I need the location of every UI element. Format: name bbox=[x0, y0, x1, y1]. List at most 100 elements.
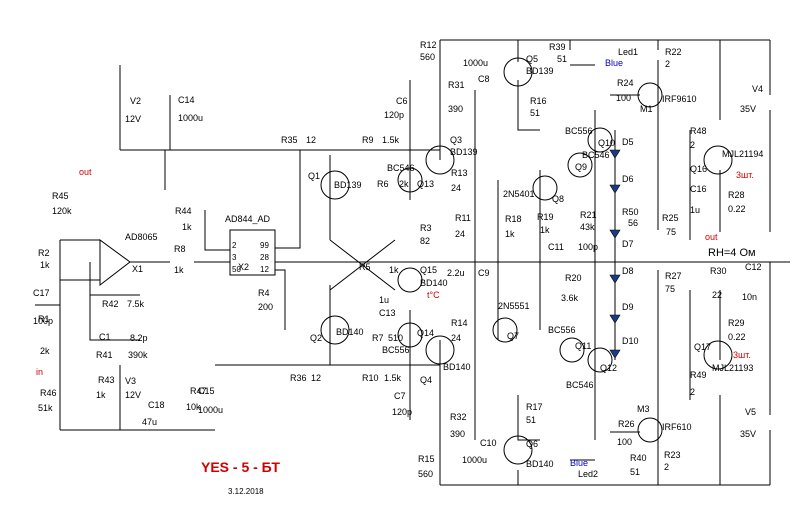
component-r43-value: 1k bbox=[96, 390, 106, 400]
component-q16-designator: Q16 bbox=[690, 164, 707, 174]
component-r22-designator: R22 bbox=[665, 47, 682, 57]
load-label: RH=4 Ом bbox=[708, 247, 756, 259]
component-r41-value: 390k bbox=[128, 350, 148, 360]
component-r30-designator: R30 bbox=[710, 266, 727, 276]
component-r48-value: 2 bbox=[690, 140, 695, 150]
v3-label: V3 bbox=[125, 376, 136, 386]
component-c17-designator: C17 bbox=[33, 288, 50, 298]
component-r44-designator: R44 bbox=[175, 206, 192, 216]
component-r5-value: 1k bbox=[389, 265, 399, 275]
component-q9-designator: Q9 bbox=[575, 162, 587, 172]
component-c1-value: 8.2p bbox=[130, 333, 148, 343]
component-r12-value: 560 bbox=[420, 52, 435, 62]
component-r11-value: 24 bbox=[455, 229, 465, 239]
component-c18-value: 47u bbox=[142, 417, 157, 427]
component-r7-designator: R7 bbox=[372, 333, 384, 343]
component-r16-value: 51 bbox=[530, 108, 540, 118]
component-q2-value: BD140 bbox=[336, 327, 364, 337]
component-q12-designator: Q12 bbox=[600, 363, 617, 373]
x1-label: X1 bbox=[132, 264, 143, 274]
component-q5-value: BD139 bbox=[526, 66, 554, 76]
q17-note: 3шт. bbox=[733, 350, 751, 360]
component-r8-value: 1k bbox=[174, 265, 184, 275]
component-r28-designator: R28 bbox=[728, 190, 745, 200]
x1-part: AD8065 bbox=[125, 232, 158, 242]
v3-val: 12V bbox=[125, 390, 141, 400]
component-r41-designator: R41 bbox=[96, 350, 113, 360]
component-r12-designator: R12 bbox=[420, 40, 437, 50]
component-c13-designator: C13 bbox=[379, 308, 396, 318]
component-r49-value: 2 bbox=[690, 387, 695, 397]
component-r40-value: 51 bbox=[630, 467, 640, 477]
component-c10-value: 1000u bbox=[462, 455, 487, 465]
out-top-label: out bbox=[79, 167, 92, 177]
component-r1-designator: R1 bbox=[38, 314, 50, 324]
component-c17-value: 100p bbox=[33, 316, 53, 326]
component-r29-value: 0.22 bbox=[728, 332, 746, 342]
component-r32-designator: R32 bbox=[450, 412, 467, 422]
component-c18-designator: C18 bbox=[148, 400, 165, 410]
component-r42-value: 7.5k bbox=[127, 299, 145, 309]
component-d9-designator: D9 bbox=[622, 302, 634, 312]
component-r4-value: 200 bbox=[258, 302, 273, 312]
component-r24-designator: R24 bbox=[617, 78, 634, 88]
component-m1-designator: M1 bbox=[640, 104, 653, 114]
component-c6-designator: C6 bbox=[396, 96, 408, 106]
v4-val: 35V bbox=[740, 104, 756, 114]
component-c15-value: 1000u bbox=[198, 405, 223, 415]
component-r3-value: 82 bbox=[420, 236, 430, 246]
component-r10-designator: R10 bbox=[362, 373, 379, 383]
component-c12-designator: C12 bbox=[745, 262, 762, 272]
component-q10-designator: Q10 bbox=[598, 138, 615, 148]
component-r35-designator: R35 bbox=[281, 135, 298, 145]
x2-pin-5: 28 bbox=[260, 253, 269, 262]
component-r27-designator: R27 bbox=[665, 271, 682, 281]
component-r50-value: 56 bbox=[628, 218, 638, 228]
component-q13-value: BC546 bbox=[387, 163, 415, 173]
component-r26-designator: R26 bbox=[618, 419, 635, 429]
component-r32-value: 390 bbox=[450, 429, 465, 439]
x2-pin-3: 50 bbox=[232, 265, 241, 274]
component-q1-designator: Q1 bbox=[308, 171, 320, 181]
component-r1-value: 2k bbox=[40, 346, 50, 356]
component-q5-designator: Q5 bbox=[526, 54, 538, 64]
component-q13-designator: Q13 bbox=[417, 179, 434, 189]
component-r10-value: 1.5k bbox=[384, 373, 402, 383]
component-m3-designator: M3 bbox=[637, 404, 650, 414]
component-q11-designator: Q11 bbox=[575, 341, 591, 351]
v5-val: 35V bbox=[740, 429, 756, 439]
component-c8-designator: C8 bbox=[478, 74, 490, 84]
component-c7-value: 120p bbox=[392, 407, 412, 417]
component-r5-designator: R5 bbox=[359, 262, 371, 272]
component-r18-value: 1k bbox=[505, 229, 515, 239]
x2-part: AD844_AD bbox=[225, 214, 271, 224]
component-r21-designator: R21 bbox=[580, 210, 597, 220]
component-c9-designator: C9 bbox=[478, 268, 490, 278]
component-q11-value: BC556 bbox=[548, 325, 576, 335]
component-r47-value: 10k bbox=[186, 402, 201, 412]
component-r4-designator: R4 bbox=[258, 288, 270, 298]
component-r15-designator: R15 bbox=[418, 454, 435, 464]
component-r25-designator: R25 bbox=[662, 213, 679, 223]
component-q9-value: BC546 bbox=[582, 150, 610, 160]
component-q16-value: MJL21194 bbox=[722, 149, 763, 159]
component-r27-value: 75 bbox=[665, 284, 675, 294]
component-r2-designator: R2 bbox=[38, 248, 50, 258]
component-c16-designator: C16 bbox=[690, 184, 707, 194]
component-q7-designator: Q7 bbox=[507, 331, 519, 341]
component-r20-designator: R20 bbox=[565, 273, 582, 283]
component-r28-value: 0.22 bbox=[728, 204, 746, 214]
component-r8-designator: R8 bbox=[174, 244, 186, 254]
led2-color: Blue bbox=[570, 458, 588, 468]
component-r50-designator: R50 bbox=[622, 207, 639, 217]
component-q10-value: BC556 bbox=[565, 126, 593, 136]
component-r39-value: 51 bbox=[557, 54, 567, 64]
component-q17-designator: Q17 bbox=[694, 342, 711, 352]
component-c15-designator: C15 bbox=[198, 386, 215, 396]
x2-pin-1: 2 bbox=[232, 241, 237, 250]
component-r42-designator: R42 bbox=[102, 299, 119, 309]
component-r17-value: 51 bbox=[526, 415, 536, 425]
component-c6-value: 120p bbox=[384, 110, 404, 120]
component-r9-value: 1.5k bbox=[382, 135, 400, 145]
